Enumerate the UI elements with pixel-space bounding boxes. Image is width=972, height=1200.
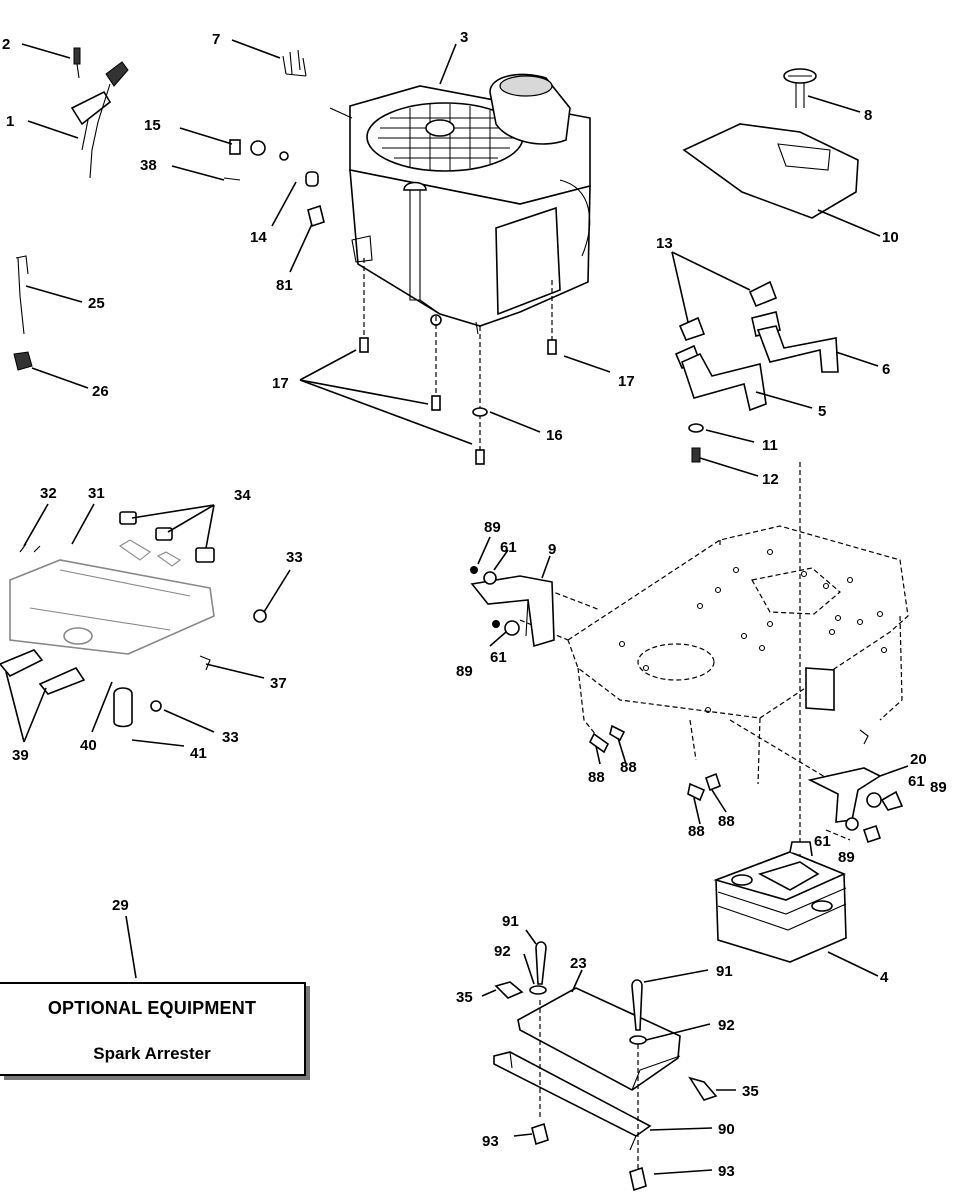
frame — [519, 462, 909, 864]
clip-part — [282, 49, 307, 77]
callout-13: 13 — [656, 235, 673, 252]
callout-12: 12 — [762, 471, 779, 488]
callout-labels: 1 2 3 4 5 6 7 8 9 10 11 12 13 14 15 16 1… — [2, 29, 947, 1180]
callout-2: 2 — [2, 36, 10, 53]
callout-38: 38 — [140, 157, 157, 174]
callout-90: 90 — [718, 1121, 735, 1138]
callout-33b: 33 — [222, 729, 239, 746]
callout-88a: 88 — [588, 769, 605, 786]
engine-bolts — [359, 258, 557, 465]
callout-93b: 93 — [718, 1163, 735, 1180]
optional-equipment-subtitle: Spark Arrester — [93, 1044, 211, 1063]
callout-35a: 35 — [456, 989, 473, 1006]
callout-15: 15 — [144, 117, 161, 134]
optional-equipment-title: OPTIONAL EQUIPMENT — [47, 998, 257, 1018]
callout-11: 11 — [762, 437, 778, 454]
engine — [329, 73, 591, 335]
callout-23: 23 — [570, 955, 587, 972]
callout-89d: 89 — [838, 849, 855, 866]
callout-88d: 88 — [718, 813, 735, 830]
callout-88b: 88 — [620, 759, 637, 776]
callout-7: 7 — [212, 31, 220, 48]
callout-10: 10 — [882, 229, 899, 246]
callout-3: 3 — [460, 29, 468, 46]
callout-81: 81 — [276, 277, 293, 294]
left-assembly — [0, 511, 267, 728]
callout-34: 34 — [234, 487, 251, 504]
cable-end — [13, 255, 33, 371]
callout-91a: 91 — [502, 913, 519, 930]
muffler — [713, 841, 847, 963]
callout-8: 8 — [864, 107, 872, 124]
callout-9: 9 — [548, 541, 556, 558]
callout-14: 14 — [250, 229, 267, 246]
callout-93a: 93 — [482, 1133, 499, 1150]
callout-92a: 92 — [494, 943, 511, 960]
callout-29: 29 — [112, 897, 129, 914]
callout-17b: 17 — [618, 373, 635, 390]
heat-shield — [682, 68, 859, 219]
throttle-control — [70, 47, 129, 179]
callout-92b: 92 — [718, 1017, 735, 1034]
callout-5: 5 — [818, 403, 826, 420]
callout-40: 40 — [80, 737, 97, 754]
callout-89b: 89 — [456, 663, 473, 680]
callout-61d: 61 — [814, 833, 831, 850]
callout-61b: 61 — [490, 649, 507, 666]
callout-88c: 88 — [688, 823, 705, 840]
brackets — [470, 566, 904, 844]
callout-39: 39 — [12, 747, 29, 764]
callout-89a: 89 — [484, 519, 501, 536]
callout-16: 16 — [546, 427, 563, 444]
callout-37: 37 — [270, 675, 287, 692]
callout-4: 4 — [880, 969, 889, 986]
callout-41: 41 — [190, 745, 207, 762]
callout-32: 32 — [40, 485, 57, 502]
callout-31: 31 — [88, 485, 105, 502]
callout-89c: 89 — [930, 779, 947, 796]
callout-6: 6 — [882, 361, 890, 378]
small-fasteners — [223, 139, 325, 228]
callout-26: 26 — [92, 383, 109, 400]
exhaust-pipes — [674, 280, 839, 463]
callout-25: 25 — [88, 295, 105, 312]
callout-61a: 61 — [500, 539, 517, 556]
callout-33a: 33 — [286, 549, 303, 566]
callout-35b: 35 — [742, 1083, 759, 1100]
callout-1: 1 — [6, 113, 14, 130]
optional-equipment-box: OPTIONAL EQUIPMENT Spark Arrester — [0, 982, 306, 1076]
callout-61c: 61 — [908, 773, 925, 790]
spark-arrester — [493, 941, 718, 1192]
callout-17a: 17 — [272, 375, 289, 392]
callout-91b: 91 — [716, 963, 733, 980]
callout-20: 20 — [910, 751, 927, 768]
